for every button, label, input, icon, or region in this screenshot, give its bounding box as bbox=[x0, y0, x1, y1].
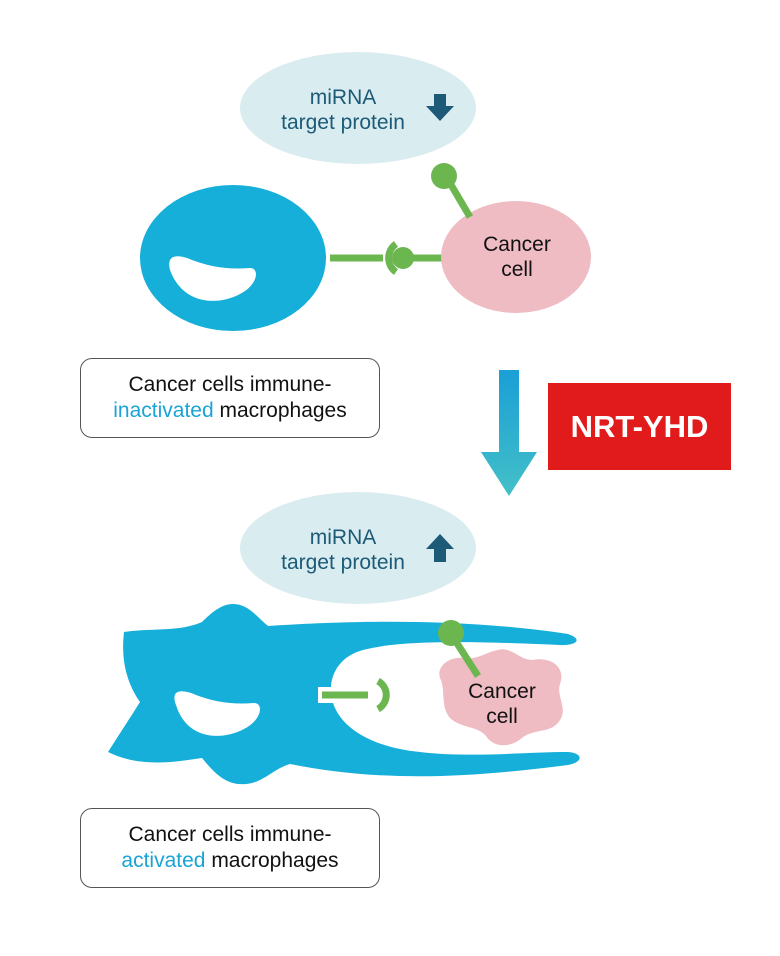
top-surface-protein bbox=[431, 163, 474, 219]
bottom-label-line1: Cancer cells immune- bbox=[128, 823, 332, 846]
up-arrow-icon bbox=[426, 534, 454, 562]
top-label-line2: inactivated macrophages bbox=[113, 398, 346, 424]
down-arrow-icon bbox=[426, 94, 454, 121]
bottom-activated-macrophage bbox=[108, 604, 580, 785]
bottom-label-highlight: activated bbox=[121, 849, 206, 872]
top-cancer-line2: cell bbox=[501, 258, 533, 281]
top-macrophage bbox=[140, 185, 326, 331]
top-mirna-bubble: miRNA target protein bbox=[240, 52, 476, 164]
top-label-rest: macrophages bbox=[213, 399, 347, 422]
top-cancer-cell: Cancer cell bbox=[441, 201, 591, 313]
bottom-surface-protein bbox=[438, 620, 481, 678]
treatment-badge: NRT-YHD bbox=[548, 383, 731, 470]
top-mirna-line1: miRNA bbox=[310, 86, 377, 109]
bottom-label-rest: macrophages bbox=[205, 849, 339, 872]
bottom-cancer-line2: cell bbox=[486, 705, 518, 728]
top-receptor-cup bbox=[385, 241, 399, 275]
transition-arrow-icon bbox=[481, 370, 537, 496]
top-label-highlight: inactivated bbox=[113, 399, 214, 422]
bottom-mirna-line2: target protein bbox=[281, 551, 405, 574]
top-label-line1: Cancer cells immune- bbox=[128, 373, 332, 396]
bottom-mirna-bubble: miRNA target protein bbox=[240, 492, 476, 604]
top-cancer-line1: Cancer bbox=[483, 233, 551, 256]
top-mirna-line2: target protein bbox=[281, 111, 405, 134]
bottom-label-line2: activated macrophages bbox=[121, 848, 338, 874]
bottom-cancer-line1: Cancer bbox=[468, 680, 536, 703]
top-macrophage-nucleus bbox=[169, 256, 256, 301]
bottom-macrophage-label: Cancer cells immune- activated macrophag… bbox=[80, 808, 380, 888]
bottom-macrophage-nucleus bbox=[174, 691, 260, 736]
top-receptor-ligand bbox=[330, 241, 456, 275]
top-macrophage-label: Cancer cells immune- inactivated macroph… bbox=[80, 358, 380, 438]
bottom-mirna-line1: miRNA bbox=[310, 526, 377, 549]
bottom-cancer-cell: Cancer cell bbox=[439, 649, 563, 746]
bottom-receptor-cup bbox=[376, 677, 390, 713]
bottom-receptor bbox=[322, 677, 390, 713]
